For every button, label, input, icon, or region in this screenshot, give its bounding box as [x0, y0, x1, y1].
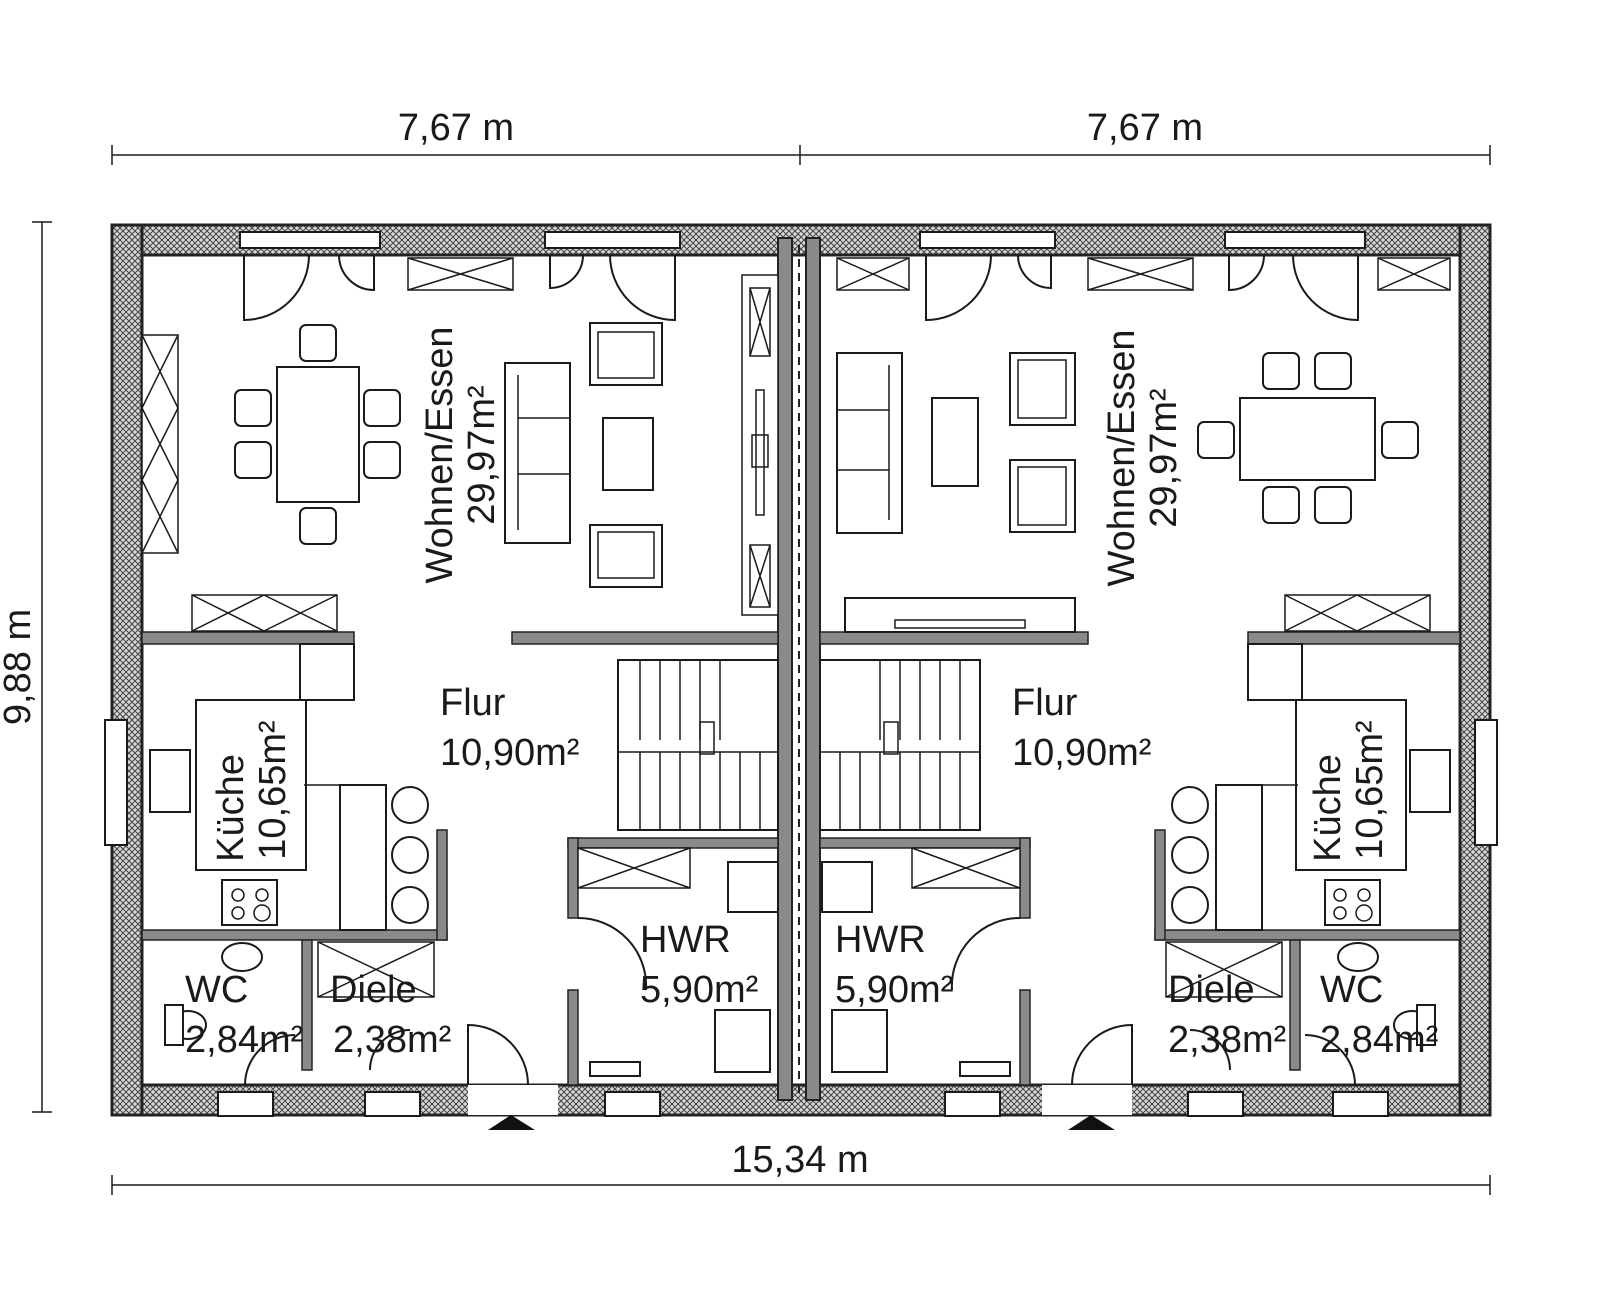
front-door-opening-right — [1042, 1085, 1132, 1115]
left-unit-labels: Wohnen/Essen 29,97m² Flur 10,90m² Küche … — [185, 326, 758, 1061]
dimension-top: 7,67 m 7,67 m — [111, 107, 1491, 165]
left-kueche-name: Küche — [210, 754, 252, 862]
dimension-top-left-label: 7,67 m — [398, 107, 514, 149]
right-kueche-name: Küche — [1307, 754, 1349, 862]
party-wall — [777, 237, 821, 1101]
dimension-left: 9,88 m — [0, 221, 52, 1113]
right-wohnen-name: Wohnen/Essen — [1101, 329, 1143, 586]
right-wc-area: 2,84m² — [1320, 1019, 1438, 1061]
left-wc-area: 2,84m² — [185, 1019, 303, 1061]
right-diele-name: Diele — [1168, 969, 1255, 1011]
left-flur-name: Flur — [440, 682, 506, 724]
dimension-top-right-label: 7,67 m — [1087, 107, 1203, 149]
dimension-left-label: 9,88 m — [0, 609, 39, 725]
bottom-windows — [217, 1091, 1389, 1117]
left-wohnen-name: Wohnen/Essen — [419, 326, 461, 583]
left-furniture — [141, 254, 779, 1086]
interior-walls-left — [141, 631, 779, 1086]
entrance-arrow-left — [488, 1115, 535, 1130]
right-wohnen-area: 29,97m² — [1143, 388, 1185, 527]
entrance-arrow-right — [1068, 1115, 1115, 1130]
right-wc-name: WC — [1320, 969, 1383, 1011]
left-hwr-area: 5,90m² — [640, 969, 758, 1011]
left-kueche-area: 10,65m² — [252, 720, 294, 859]
top-windows — [239, 231, 1366, 249]
dimension-bottom: 15,34 m — [111, 1139, 1491, 1195]
kitchen-window-left — [104, 719, 128, 846]
front-door-opening-left — [468, 1085, 558, 1115]
right-kueche-area: 10,65m² — [1349, 720, 1391, 859]
left-hwr-name: HWR — [640, 919, 731, 961]
left-flur-area: 10,90m² — [440, 732, 579, 774]
left-diele-name: Diele — [330, 969, 417, 1011]
right-flur-name: Flur — [1012, 682, 1078, 724]
right-hwr-area: 5,90m² — [835, 969, 953, 1011]
left-wohnen-area: 29,97m² — [461, 385, 503, 524]
right-hwr-name: HWR — [835, 919, 926, 961]
right-unit-labels: Wohnen/Essen 29,97m² Flur 10,90m² Küche … — [835, 329, 1438, 1061]
right-flur-area: 10,90m² — [1012, 732, 1151, 774]
right-furniture — [819, 254, 1451, 1086]
right-diele-area: 2,38m² — [1168, 1019, 1286, 1061]
dimension-bottom-label: 15,34 m — [731, 1139, 868, 1181]
left-wc-name: WC — [185, 969, 248, 1011]
left-diele-area: 2,38m² — [333, 1019, 451, 1061]
kitchen-window-right — [1474, 719, 1498, 846]
